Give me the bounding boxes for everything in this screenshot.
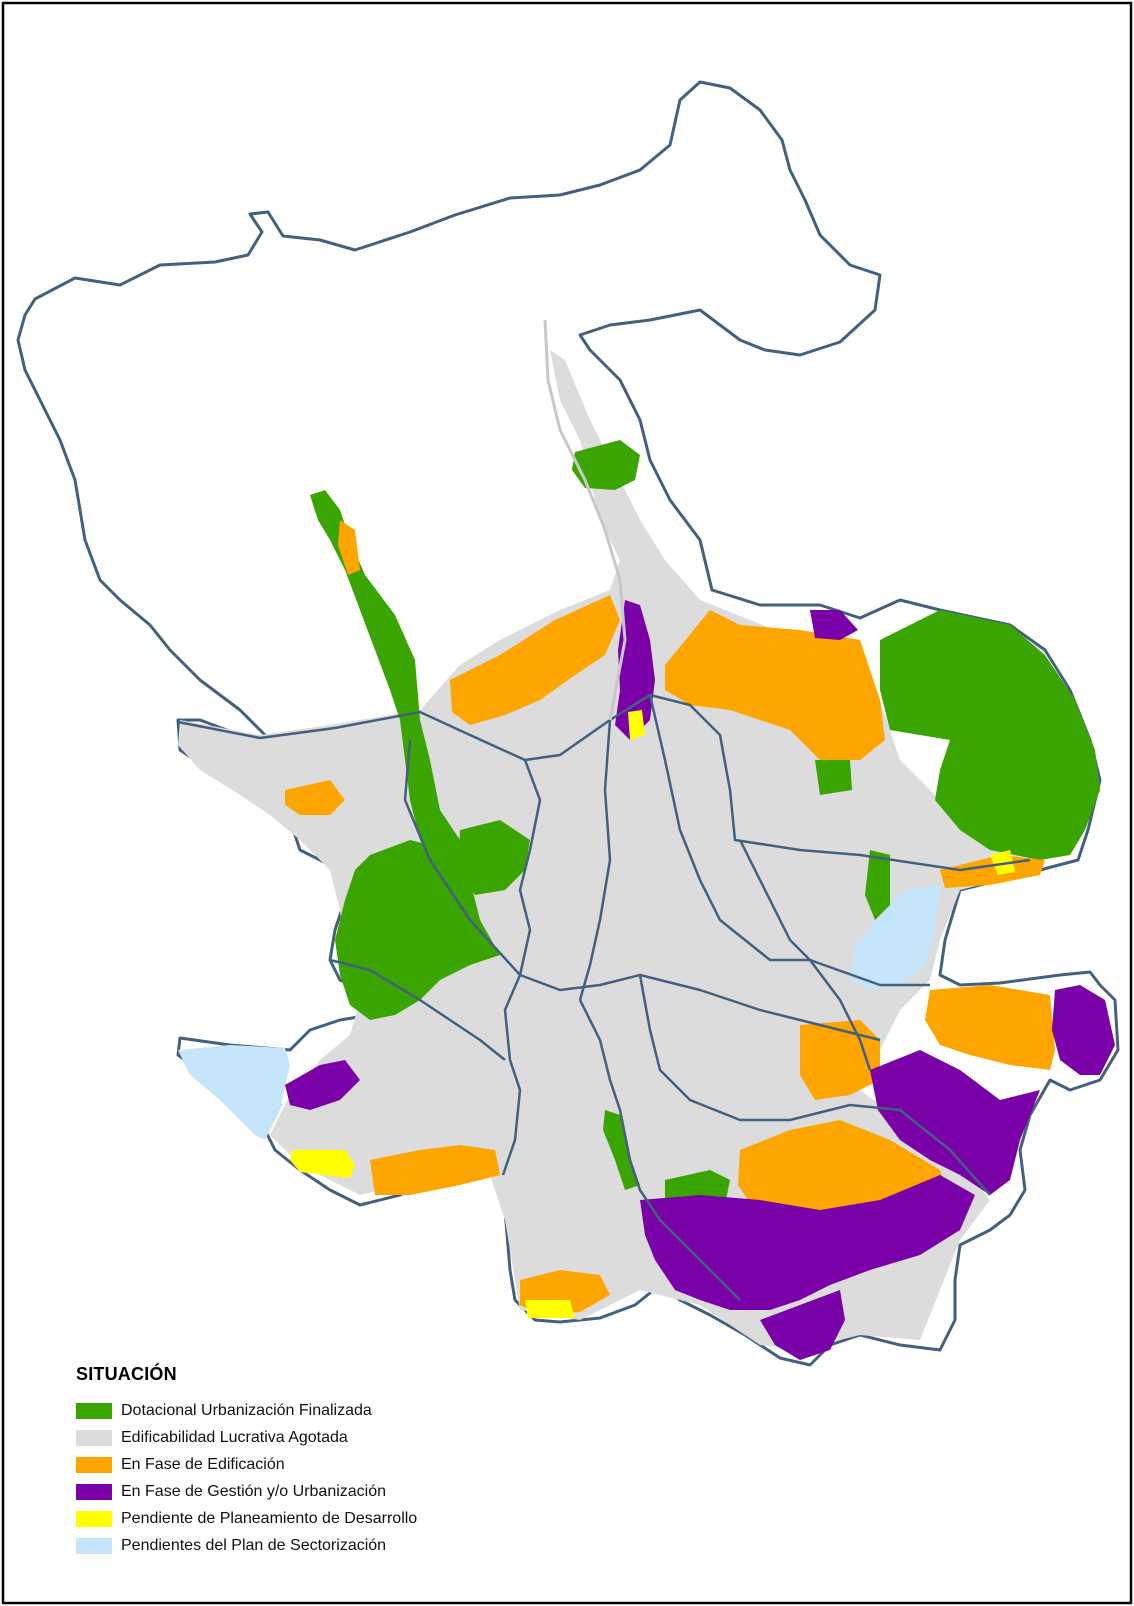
- map-legend: SITUACIÓN Dotacional Urbanización Finali…: [76, 1364, 576, 1559]
- zone-edificacion-north-west: [450, 595, 620, 725]
- legend-label: Edificabilidad Lucrativa Agotada: [121, 1428, 348, 1446]
- legend-swatch-purple: [76, 1483, 112, 1500]
- zone-gestion-east: [870, 1050, 1040, 1195]
- legend-item-edificacion: En Fase de Edificación: [76, 1451, 576, 1478]
- zone-sectorizacion-e: [850, 885, 940, 990]
- legend-item-dotacional: Dotacional Urbanización Finalizada: [76, 1397, 576, 1424]
- zone-dotacional-river: [603, 1110, 640, 1190]
- zone-dotacional-east-strip: [865, 850, 890, 920]
- district-boundaries: [177, 693, 1031, 1301]
- zone-edificacion-south-west: [370, 1145, 500, 1195]
- legend-item-edificabilidad: Edificabilidad Lucrativa Agotada: [76, 1424, 576, 1451]
- legend-swatch-green: [76, 1402, 112, 1419]
- zone-dotacional-east-small: [815, 760, 852, 795]
- zone-gestion-west: [285, 1060, 360, 1110]
- zone-gestion-south-east: [640, 1175, 975, 1310]
- zone-edificacion-ne-small: [940, 855, 1045, 888]
- legend-swatch-yellow: [76, 1510, 112, 1527]
- river-manzanares: [543, 319, 627, 721]
- zone-planeamiento-south: [525, 1300, 575, 1318]
- legend-label: Dotacional Urbanización Finalizada: [121, 1401, 372, 1419]
- legend-label: Pendiente de Planeamiento de Desarrollo: [121, 1509, 418, 1527]
- zone-planeamiento-sw: [290, 1150, 355, 1178]
- zone-planeamiento-east: [990, 850, 1015, 875]
- map-body: [16, 80, 1120, 1367]
- zone-dotacional-corridor: [310, 490, 470, 880]
- legend-label: En Fase de Gestión y/o Urbanización: [121, 1482, 387, 1500]
- zone-dotacional-el-pardo-north: [572, 440, 640, 490]
- zone-gestion-ne-top: [810, 610, 858, 640]
- legend-label: Pendientes del Plan de Sectorización: [121, 1536, 387, 1554]
- zone-gestion-south-tip: [760, 1290, 845, 1360]
- legend-swatch-orange: [76, 1456, 112, 1473]
- zone-edificacion-ne-strip: [338, 520, 360, 575]
- legend-swatch-grey: [76, 1429, 112, 1446]
- zone-edificacion-west: [285, 780, 345, 815]
- legend-title: SITUACIÓN: [76, 1364, 177, 1384]
- zone-edificacion-north-east: [665, 610, 885, 760]
- legend-item-sectorizacion: Pendientes del Plan de Sectorización: [76, 1532, 576, 1559]
- zone-dotacional-central-park: [458, 820, 530, 895]
- legend-label: En Fase de Edificación: [121, 1455, 285, 1473]
- legend-item-gestion: En Fase de Gestión y/o Urbanización: [76, 1478, 576, 1505]
- zone-edificacion-east-belt: [925, 985, 1055, 1070]
- zone-gestion-far-east: [1052, 985, 1115, 1075]
- legend-swatch-light-blue: [76, 1537, 112, 1554]
- zone-sectorizacion-sw: [178, 1045, 290, 1140]
- legend-item-planeamiento: Pendiente de Planeamiento de Desarrollo: [76, 1505, 576, 1532]
- zone-planeamiento-north: [628, 710, 645, 740]
- zone-dotacional-ne-park: [880, 610, 1100, 860]
